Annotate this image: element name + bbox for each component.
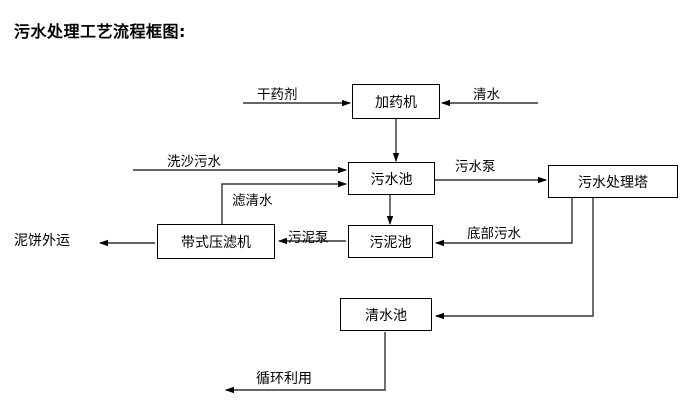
label-dry-reagent: 干药剂 [257,87,298,103]
edge-clearwater-to-recycle [225,332,386,394]
label-sand-wash-sewage: 洗沙污水 [167,154,221,170]
node-dosing-machine-label: 加药机 [375,94,417,111]
node-treatment-tower[interactable]: 污水处理塔 [548,165,678,198]
node-sewage-pool-label: 污水池 [370,171,413,188]
label-sludge-pump: 污泥泵 [288,230,329,246]
node-sludge-pool[interactable]: 污泥池 [348,225,433,258]
node-belt-filter-press-label: 带式压滤机 [181,234,251,251]
label-clean-water-in: 清水 [473,87,500,103]
label-recycle-reuse: 循环利用 [256,371,312,387]
node-clearwater-pool-label: 清水池 [365,307,407,324]
label-filtered-clear-water: 滤清水 [232,193,273,209]
node-treatment-tower-label: 污水处理塔 [578,174,648,191]
node-belt-filter-press[interactable]: 带式压滤机 [157,224,275,259]
node-dosing-machine[interactable]: 加药机 [352,84,440,119]
node-sewage-pool[interactable]: 污水池 [348,162,435,195]
edge-tower-to-clearwater-pool [435,198,594,320]
edge-filtered-water-to-sewage-pool [221,180,347,224]
label-mud-cake-out: 泥饼外运 [14,233,70,249]
node-clearwater-pool[interactable]: 清水池 [340,298,432,331]
node-sludge-pool-label: 污泥池 [369,234,412,251]
label-bottom-sewage: 底部污水 [467,226,521,242]
page-title: 污水处理工艺流程框图: [14,22,186,41]
edge-bottom-sewage-to-sludge-pool [435,198,573,247]
label-sewage-pump: 污水泵 [455,159,496,175]
